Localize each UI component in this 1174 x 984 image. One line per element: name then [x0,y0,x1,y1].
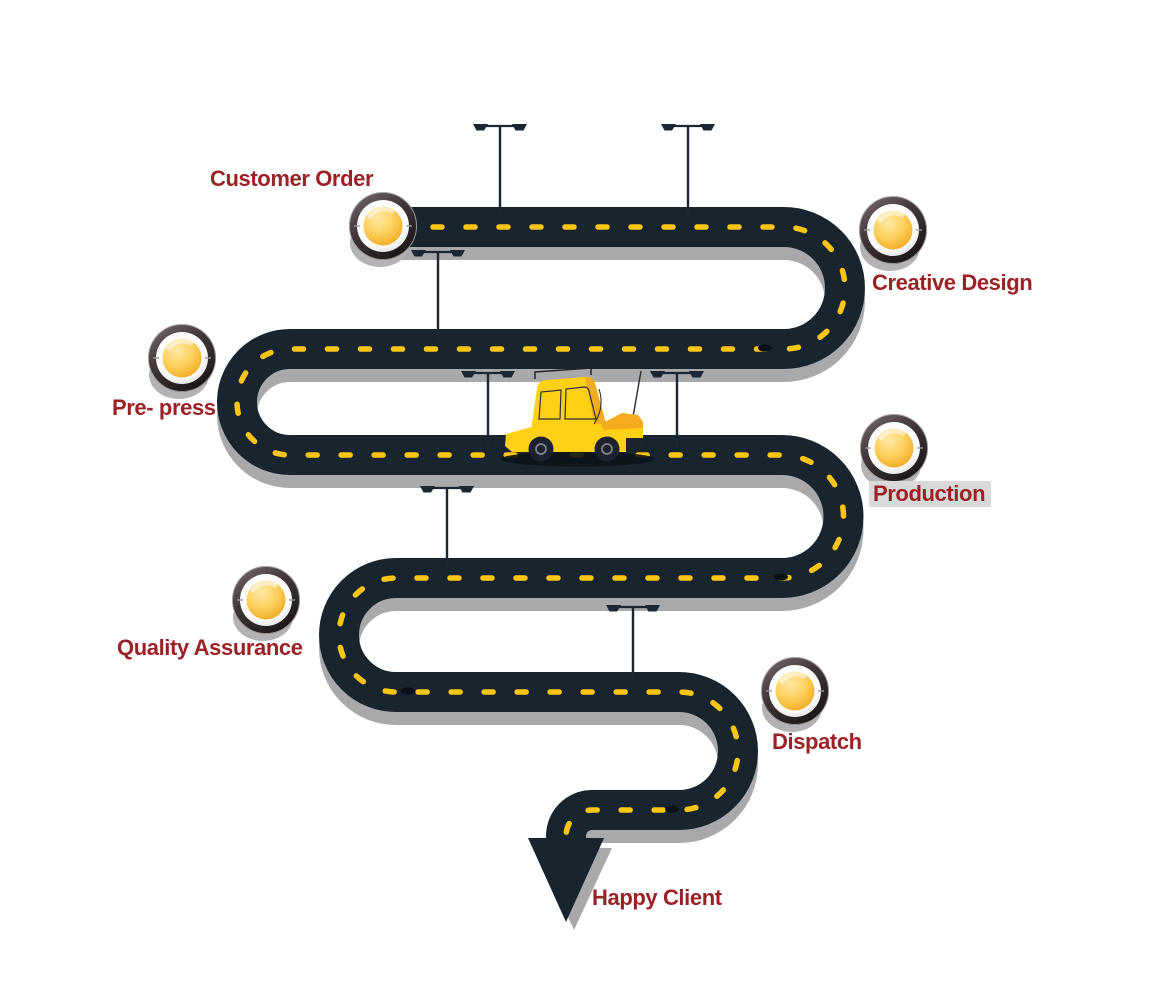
black-dashes [401,344,788,813]
milestone-dispatch [761,657,829,732]
label-customer-order: Customer Order [210,166,374,191]
street-lamp-icon [606,605,660,682]
milestone-production [860,414,928,489]
label-dispatch: Dispatch [772,729,862,754]
street-lamp-icon [420,486,474,568]
street-lamp-icon [473,124,527,215]
milestone-creative-design [859,196,927,271]
taxi-car-icon [501,367,655,467]
label-happy-client: Happy Client [592,885,722,910]
label-production: Production [869,481,992,508]
street-lamp-icon [650,371,704,445]
street-lamp-icon [461,371,515,445]
milestone-quality-assurance [232,566,300,641]
label-creative-design: Creative Design [872,270,1033,295]
arrow-down-icon [528,838,604,922]
label-pre-press: Pre- press [112,395,216,420]
street-lamps [411,124,715,682]
street-lamp-icon [661,124,715,215]
milestone-pre-press [148,324,216,399]
road-path [217,207,865,856]
label-quality-assurance: Quality Assurance [117,635,303,660]
street-lamp-icon [411,250,465,340]
